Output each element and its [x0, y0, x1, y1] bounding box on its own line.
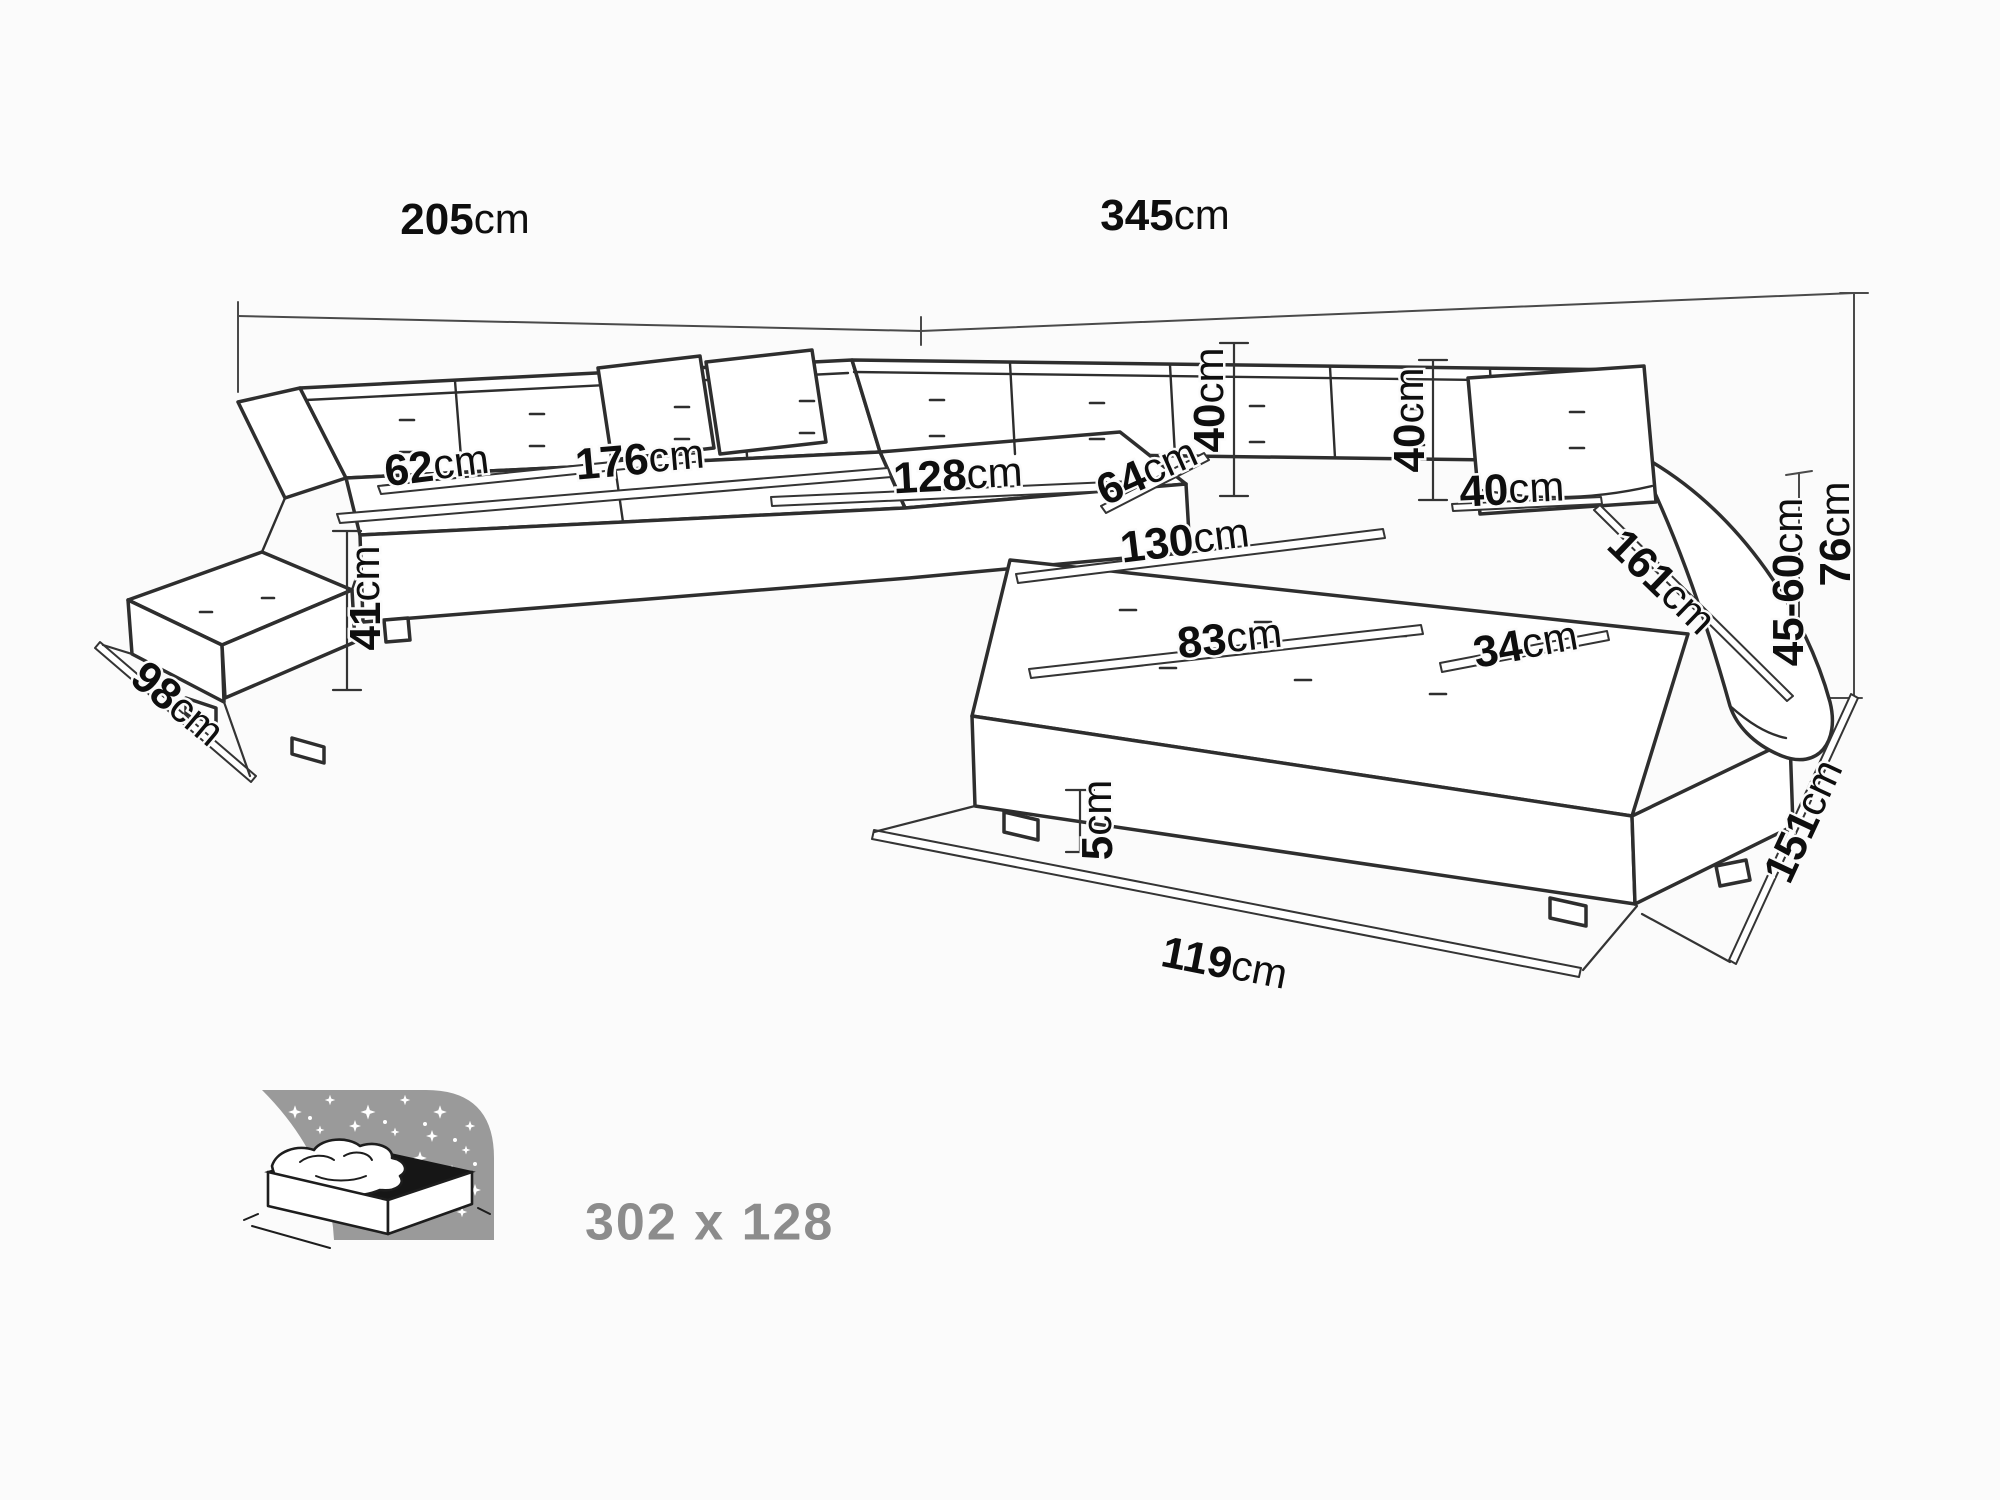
sleeping-area-size: 302 x 128 — [585, 1194, 834, 1252]
dim-front-height: 41cm — [341, 546, 390, 651]
dim-band-119 — [871, 829, 1582, 978]
dim-back-right: 345cm — [1100, 191, 1229, 240]
dim-backrest-height-right: 40cm — [1385, 368, 1434, 473]
dim-seat-depth: 62cm — [382, 434, 492, 495]
dim-back-left: 205cm — [400, 195, 529, 244]
sleeping-function-icon: 302 x 128 — [243, 1090, 834, 1252]
dim-height: 76cm — [1811, 482, 1860, 587]
dim-line-5 — [1064, 788, 1096, 854]
dim-seat-height: 45-60cm — [1764, 498, 1813, 667]
bed-icon — [243, 1138, 491, 1249]
dim-band-151 — [1728, 693, 1859, 965]
dim-line-40-corner — [1218, 341, 1250, 498]
dim-mid-seat: 128cm — [892, 447, 1024, 503]
dim-band-62 — [377, 452, 704, 495]
dim-chaise-seat-width: 83cm — [1175, 608, 1285, 668]
right-pillow — [1466, 364, 1658, 516]
dim-band-34 — [1439, 630, 1610, 673]
dim-band-98 — [94, 641, 257, 783]
dim-line-40-right — [1417, 358, 1449, 502]
dim-chaise-length: 130cm — [1117, 508, 1251, 572]
corner-pillow-1 — [596, 354, 716, 462]
sofa-legs — [184, 616, 1752, 928]
dim-chaise-front-width: 119cm — [1158, 927, 1292, 999]
dim-left-length: 176cm — [573, 429, 706, 489]
corner-pillow-2 — [704, 348, 828, 456]
right-armrest — [1643, 460, 1835, 762]
dim-line-41 — [331, 529, 363, 692]
dim-band-40-pillow — [1451, 496, 1603, 512]
dim-band-176 — [336, 467, 892, 524]
dim-band-83 — [1028, 624, 1424, 679]
dim-band-130 — [1015, 528, 1386, 584]
dimension-lines — [94, 341, 1859, 978]
left-ottoman-front — [220, 588, 357, 700]
dim-band-64 — [1100, 452, 1210, 514]
wall-dimension-frame — [237, 292, 1869, 699]
dim-leg-height: 5cm — [1073, 780, 1122, 860]
dim-backrest-height-corner: 40cm — [1185, 348, 1234, 453]
dim-band-161 — [1593, 504, 1794, 702]
dim-armrest-width: 34cm — [1470, 611, 1582, 677]
dim-pillow-width: 40cm — [1458, 462, 1565, 516]
